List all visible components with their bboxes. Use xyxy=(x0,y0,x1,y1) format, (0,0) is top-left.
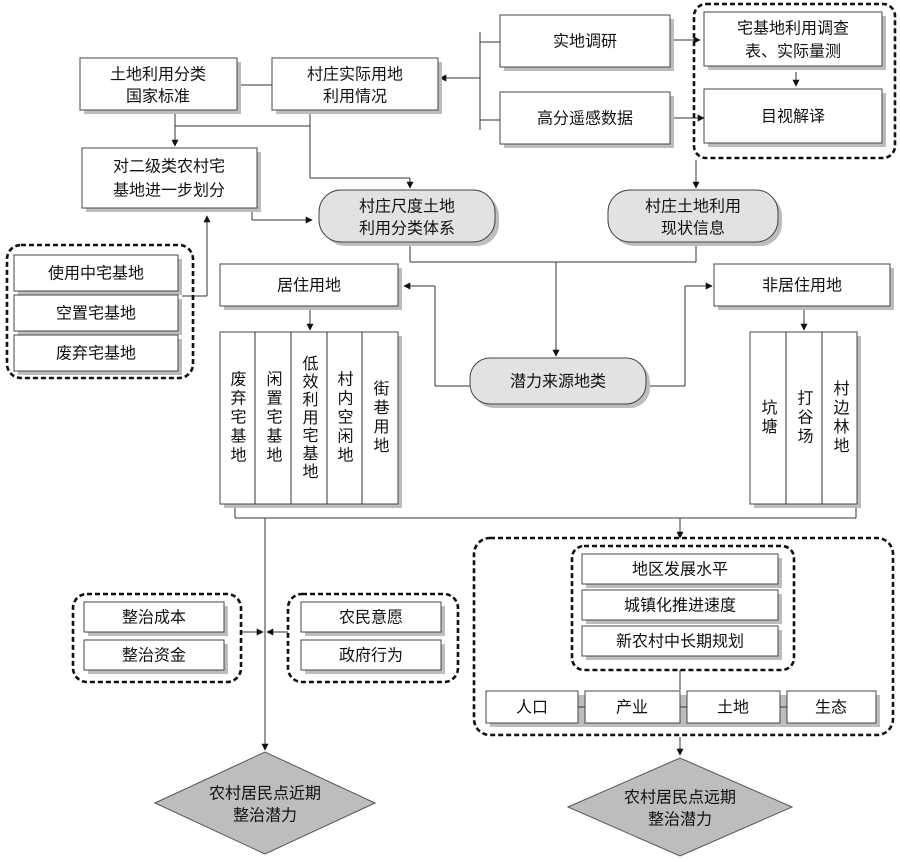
dimension-ecology: 生态 xyxy=(815,698,847,717)
regional-factors: 地区发展水平 城镇化推进速度 新农村中长期规划 xyxy=(581,553,782,660)
land-status-line-2: 现状信息 xyxy=(661,219,725,238)
land-classification-standard-line-1: 土地利用分类 xyxy=(110,65,206,84)
homestead-type-vacant: 空置宅基地 xyxy=(56,304,136,323)
residential-subtype-idle: 闲置宅基地 xyxy=(264,371,283,466)
social-factor-farmers: 农民意愿 xyxy=(339,608,403,627)
near-term-potential-diamond: 农村居民点近期 整治潜力 xyxy=(153,751,377,855)
remote-sensing-box: 高分遥感数据 xyxy=(499,91,674,148)
land-status-pill: 村庄土地利用 现状信息 xyxy=(607,189,782,246)
cost-factors: 整治成本 整治资金 xyxy=(83,601,228,674)
homestead-types-frame xyxy=(5,243,195,380)
further-division-line-2: 基地进一步划分 xyxy=(113,181,225,200)
classification-system-line-1: 村庄尺度土地 xyxy=(359,197,455,216)
dimensions: 人口 产业 土地 生态 xyxy=(485,670,880,727)
regional-factor-urbanization: 城镇化推进速度 xyxy=(624,596,736,615)
field-survey-box: 实地调研 xyxy=(499,14,674,71)
dimension-population: 人口 xyxy=(516,698,548,717)
field-survey-text: 实地调研 xyxy=(553,32,617,51)
land-status-line-1: 村庄土地利用 xyxy=(645,197,741,216)
long-term-potential-diamond: 农村居民点远期 整治潜力 xyxy=(566,757,794,857)
regional-factors-frame xyxy=(570,544,796,672)
regional-factor-development: 地区发展水平 xyxy=(632,560,728,579)
homestead-types: 使用中宅基地 空置宅基地 废弃宅基地 xyxy=(13,254,182,375)
social-factors: 农民意愿 政府行为 xyxy=(300,601,445,674)
village-land-use-line-2: 利用情况 xyxy=(323,87,387,106)
survey-group-frame xyxy=(692,2,897,160)
cost-factor-cost: 整治成本 xyxy=(122,608,186,627)
village-land-use-box: 村庄实际用地 利用情况 xyxy=(271,57,442,114)
non-residential-land-box: 非居住用地 xyxy=(713,263,894,310)
cost-factor-funds: 整治资金 xyxy=(122,646,186,665)
classification-system-pill: 村庄尺度土地 利用分类体系 xyxy=(318,189,499,246)
social-factor-government: 政府行为 xyxy=(339,646,403,665)
remote-sensing-text: 高分遥感数据 xyxy=(537,109,633,128)
residential-land-box: 居住用地 xyxy=(219,263,402,310)
non-residential-subtypes: 坑塘 打谷场 村边林地 xyxy=(749,331,861,508)
potential-source-pill: 潜力来源地类 xyxy=(469,357,650,408)
residential-subtype-inefficient: 低效利用宅基地 xyxy=(300,355,319,481)
connectors xyxy=(171,32,857,756)
long-term-factors-frame xyxy=(472,536,895,737)
potential-source-text: 潜力来源地类 xyxy=(510,372,606,391)
village-land-use-line-1: 村庄实际用地 xyxy=(307,65,403,84)
residential-subtype-alleys: 街巷用地 xyxy=(371,380,390,456)
homestead-survey-line-1: 宅基地利用调查 xyxy=(737,19,849,38)
non-residential-subtype-woodland: 村边林地 xyxy=(831,380,850,456)
land-classification-standard-box: 土地利用分类 国家标准 xyxy=(79,57,241,114)
long-term-potential-line-1: 农村居民点远期 xyxy=(624,788,736,807)
regional-factor-planning: 新农村中长期规划 xyxy=(616,632,744,651)
near-term-potential-line-1: 农村居民点近期 xyxy=(209,784,321,803)
non-residential-land-text: 非居住用地 xyxy=(762,276,842,295)
classification-system-line-2: 利用分类体系 xyxy=(359,219,455,238)
social-factors-frame xyxy=(286,592,460,684)
homestead-type-in-use: 使用中宅基地 xyxy=(48,264,144,283)
non-residential-subtype-threshing-ground: 打谷场 xyxy=(795,390,814,447)
residential-subtype-abandoned: 废弃宅基地 xyxy=(228,371,247,466)
further-division-line-1: 对二级类农村宅 xyxy=(113,157,225,176)
homestead-type-abandoned: 废弃宅基地 xyxy=(56,344,136,363)
visual-interpretation-text: 目视解译 xyxy=(761,107,825,126)
long-term-potential-line-2: 整治潜力 xyxy=(648,810,712,829)
residential-subtypes: 废弃宅基地 闲置宅基地 低效利用宅基地 村内空闲地 街巷用地 xyxy=(219,331,402,508)
land-classification-standard-line-2: 国家标准 xyxy=(126,87,190,106)
cost-factors-frame xyxy=(71,592,243,684)
homestead-survey-line-2: 表、实际量测 xyxy=(745,42,841,61)
residential-land-text: 居住用地 xyxy=(277,276,341,295)
non-residential-subtype-pond: 坑塘 xyxy=(759,399,778,437)
dimension-land: 土地 xyxy=(717,698,749,717)
dimension-industry: 产业 xyxy=(616,698,648,717)
further-division-box: 对二级类农村宅 基地进一步划分 xyxy=(81,147,261,212)
residential-subtype-vacant-land: 村内空闲地 xyxy=(335,371,354,466)
visual-interpretation-box: 目视解译 xyxy=(703,88,886,147)
near-term-potential-line-2: 整治潜力 xyxy=(233,806,297,825)
homestead-survey-box: 宅基地利用调查 表、实际量测 xyxy=(703,11,886,70)
